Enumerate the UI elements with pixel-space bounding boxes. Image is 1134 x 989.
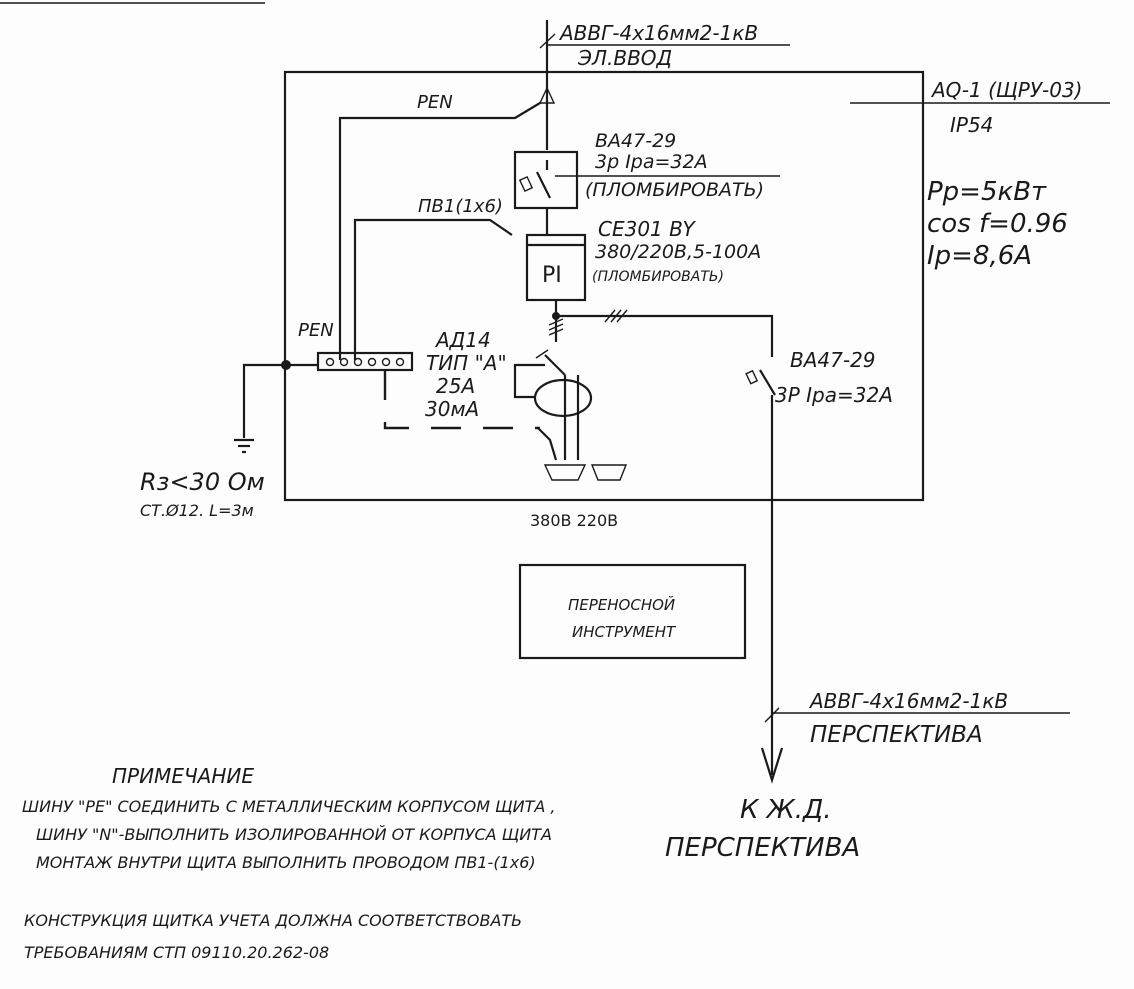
load-current: Ip=8,6A xyxy=(927,241,1032,271)
cable-in-label: АВВГ-4х16мм2-1кВ xyxy=(558,21,758,45)
pe-dashed-conductor xyxy=(383,370,540,430)
meter-spec: 380/220В,5-100A xyxy=(595,241,761,263)
load-power: Pp=5кВт xyxy=(927,177,1047,207)
phase-tick-2 xyxy=(548,323,564,331)
socket-220-icon xyxy=(590,464,628,481)
rcd-contact-tip xyxy=(535,349,549,359)
rcd-type: ТИП "А" xyxy=(426,351,507,375)
branch-to-outgoing xyxy=(556,314,774,357)
main-breaker-seal: (ПЛОМБИРОВАТЬ) xyxy=(585,179,764,201)
panel-name: AQ-1 (ЩРУ-03) xyxy=(930,78,1083,102)
rcd-transformer xyxy=(533,378,593,418)
sockets-label: 380В 220В xyxy=(530,511,618,530)
notes-line3: МОНТАЖ ВНУТРИ ЩИТА ВЫПОЛНИТЬ ПРОВОДОМ ПВ… xyxy=(36,853,536,872)
breaker-contact-blade xyxy=(536,171,551,199)
phase-tick-3 xyxy=(548,328,564,336)
notes-line5: ТРЕБОВАНИЯМ СТП 09110.20.262-08 xyxy=(24,943,329,962)
branch-tick-3 xyxy=(616,309,628,323)
cable-in-sublabel: ЭЛ.ВВОД xyxy=(577,46,672,70)
bus-terminal xyxy=(381,357,391,367)
phase-tick-1 xyxy=(548,318,564,326)
bus-terminal xyxy=(339,357,349,367)
rcd-model: АД14 xyxy=(434,328,491,352)
branch-tick-2 xyxy=(610,309,622,323)
cable-out-sublabel: ПЕРСПЕКТИВА xyxy=(810,722,983,748)
meter-symbol: PI xyxy=(542,263,562,288)
tool-box-line2: ИНСТРУМЕНТ xyxy=(572,623,677,641)
pen-conductor xyxy=(338,102,541,360)
pen-bus-label: PEN xyxy=(298,320,334,341)
ground-junction xyxy=(281,360,291,370)
ground-resistance: Rз<30 Ом xyxy=(140,468,265,496)
bus-terminal xyxy=(353,357,363,367)
rcd-leak: 30мА xyxy=(425,397,479,421)
cable-out-label: АВВГ-4х16мм2-1кВ xyxy=(808,689,1008,713)
panel-enclosure xyxy=(283,70,925,502)
out-breaker-rating: 3P Ipa=32A xyxy=(775,383,893,407)
out-cable-tick xyxy=(764,707,780,723)
bus-terminal xyxy=(367,357,377,367)
notes-line1: ШИНУ "PE" СОЕДИНИТЬ С МЕТАЛЛИЧЕСКИМ КОРП… xyxy=(22,797,555,816)
arrow-down-icon xyxy=(760,747,784,784)
out-breaker-type: ВА47-29 xyxy=(790,348,876,372)
out-breaker-contact xyxy=(759,369,776,396)
bus-terminal xyxy=(395,357,405,367)
pen-busbar xyxy=(316,351,414,372)
load-cos: cos f=0.96 xyxy=(927,209,1068,239)
cable-tick xyxy=(539,33,556,49)
ground-conductor xyxy=(242,363,318,438)
rcd-contact xyxy=(544,354,566,376)
notes-title: ПРИМЕЧАНИЕ xyxy=(112,764,254,788)
notes-line4: КОНСТРУКЦИЯ ЩИТКА УЧЕТА ДОЛЖНА СООТВЕТСТ… xyxy=(24,911,522,930)
rcd-trip-loop xyxy=(513,363,545,399)
meter-model: CE301 BY xyxy=(598,217,697,241)
destination-line2: ПЕРСПЕКТИВА xyxy=(665,833,860,863)
socket-380-icon xyxy=(543,464,587,481)
portable-tool-box xyxy=(518,563,747,660)
entry-triangle-icon xyxy=(538,86,556,104)
rcd-current: 25А xyxy=(436,374,475,398)
rcd-n-line xyxy=(537,427,558,461)
breaker-trip-icon xyxy=(518,175,534,193)
notes-line2: ШИНУ "N"-ВЫПОЛНИТЬ ИЗОЛИРОВАННОЙ ОТ КОРП… xyxy=(36,825,552,844)
destination-line1: К Ж.Д. xyxy=(740,795,832,825)
neutral-conductor xyxy=(353,218,513,360)
tool-box-line1: ПЕРЕНОСНОЙ xyxy=(568,595,675,614)
main-breaker-rating: 3p Ipa=32A xyxy=(595,151,708,173)
ground-rod: СТ.Ø12. L=3м xyxy=(140,501,254,520)
bus-terminal xyxy=(325,357,335,367)
meter-seal: (ПЛОМБИРОВАТЬ) xyxy=(592,269,724,285)
panel-ip: IP54 xyxy=(950,113,993,137)
out-breaker-trip-icon xyxy=(745,369,759,385)
wire-label: ПВ1(1х6) xyxy=(418,196,503,217)
main-breaker-type: ВА47-29 xyxy=(595,130,676,152)
branch-tick-1 xyxy=(604,309,616,323)
pen-top-label: PEN xyxy=(417,92,453,113)
